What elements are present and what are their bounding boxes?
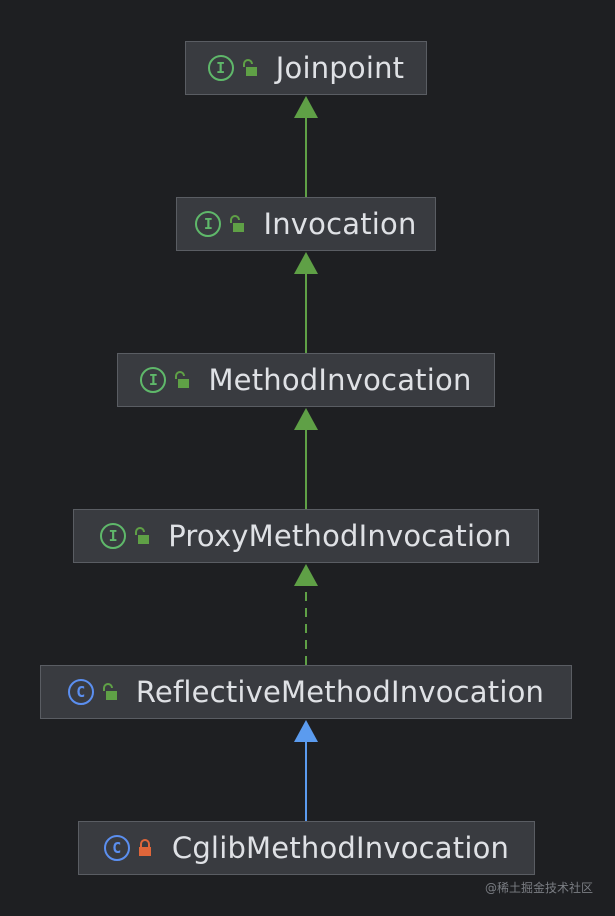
watermark: @稀土掘金技术社区 — [484, 881, 593, 895]
interface-icon: I — [207, 55, 234, 81]
node-invocation[interactable]: I Invocation — [176, 197, 436, 251]
node-label: Joinpoint — [275, 51, 405, 85]
node-method-invocation[interactable]: I MethodInvocation — [117, 353, 495, 407]
public-lock-icon — [102, 683, 117, 700]
node-cglib-method-invocation[interactable]: C CglibMethodInvocation — [78, 821, 535, 875]
node-reflective-method-invocation[interactable]: C ReflectiveMethodInvocation — [40, 665, 572, 719]
interface-icon: I — [195, 211, 222, 237]
edge-arrowhead-proxy-method-invocation-to-method-invocation — [294, 408, 318, 430]
public-lock-icon — [242, 59, 257, 76]
node-label: ProxyMethodInvocation — [168, 519, 512, 553]
node-joinpoint[interactable]: I Joinpoint — [185, 41, 427, 95]
edge-arrowhead-method-invocation-to-invocation — [294, 252, 318, 274]
public-lock-icon — [175, 371, 190, 388]
node-label: Invocation — [263, 207, 417, 241]
class-icon: C — [67, 679, 94, 705]
public-lock-icon — [135, 527, 150, 544]
interface-icon: I — [100, 523, 127, 549]
class-icon: C — [103, 835, 130, 861]
interface-icon: I — [140, 367, 167, 393]
edge-arrowhead-invocation-to-joinpoint — [294, 96, 318, 118]
edge-arrowhead-cglib-method-invocation-to-reflective-method-invocation — [294, 720, 318, 742]
private-lock-icon — [138, 839, 151, 856]
node-label: CglibMethodInvocation — [171, 831, 510, 865]
edge-arrowhead-reflective-method-invocation-to-proxy-method-invocation — [294, 564, 318, 586]
node-proxy-method-invocation[interactable]: I ProxyMethodInvocation — [73, 509, 539, 563]
public-lock-icon — [230, 215, 245, 232]
node-label: MethodInvocation — [208, 363, 472, 397]
node-label: ReflectiveMethodInvocation — [135, 675, 545, 709]
